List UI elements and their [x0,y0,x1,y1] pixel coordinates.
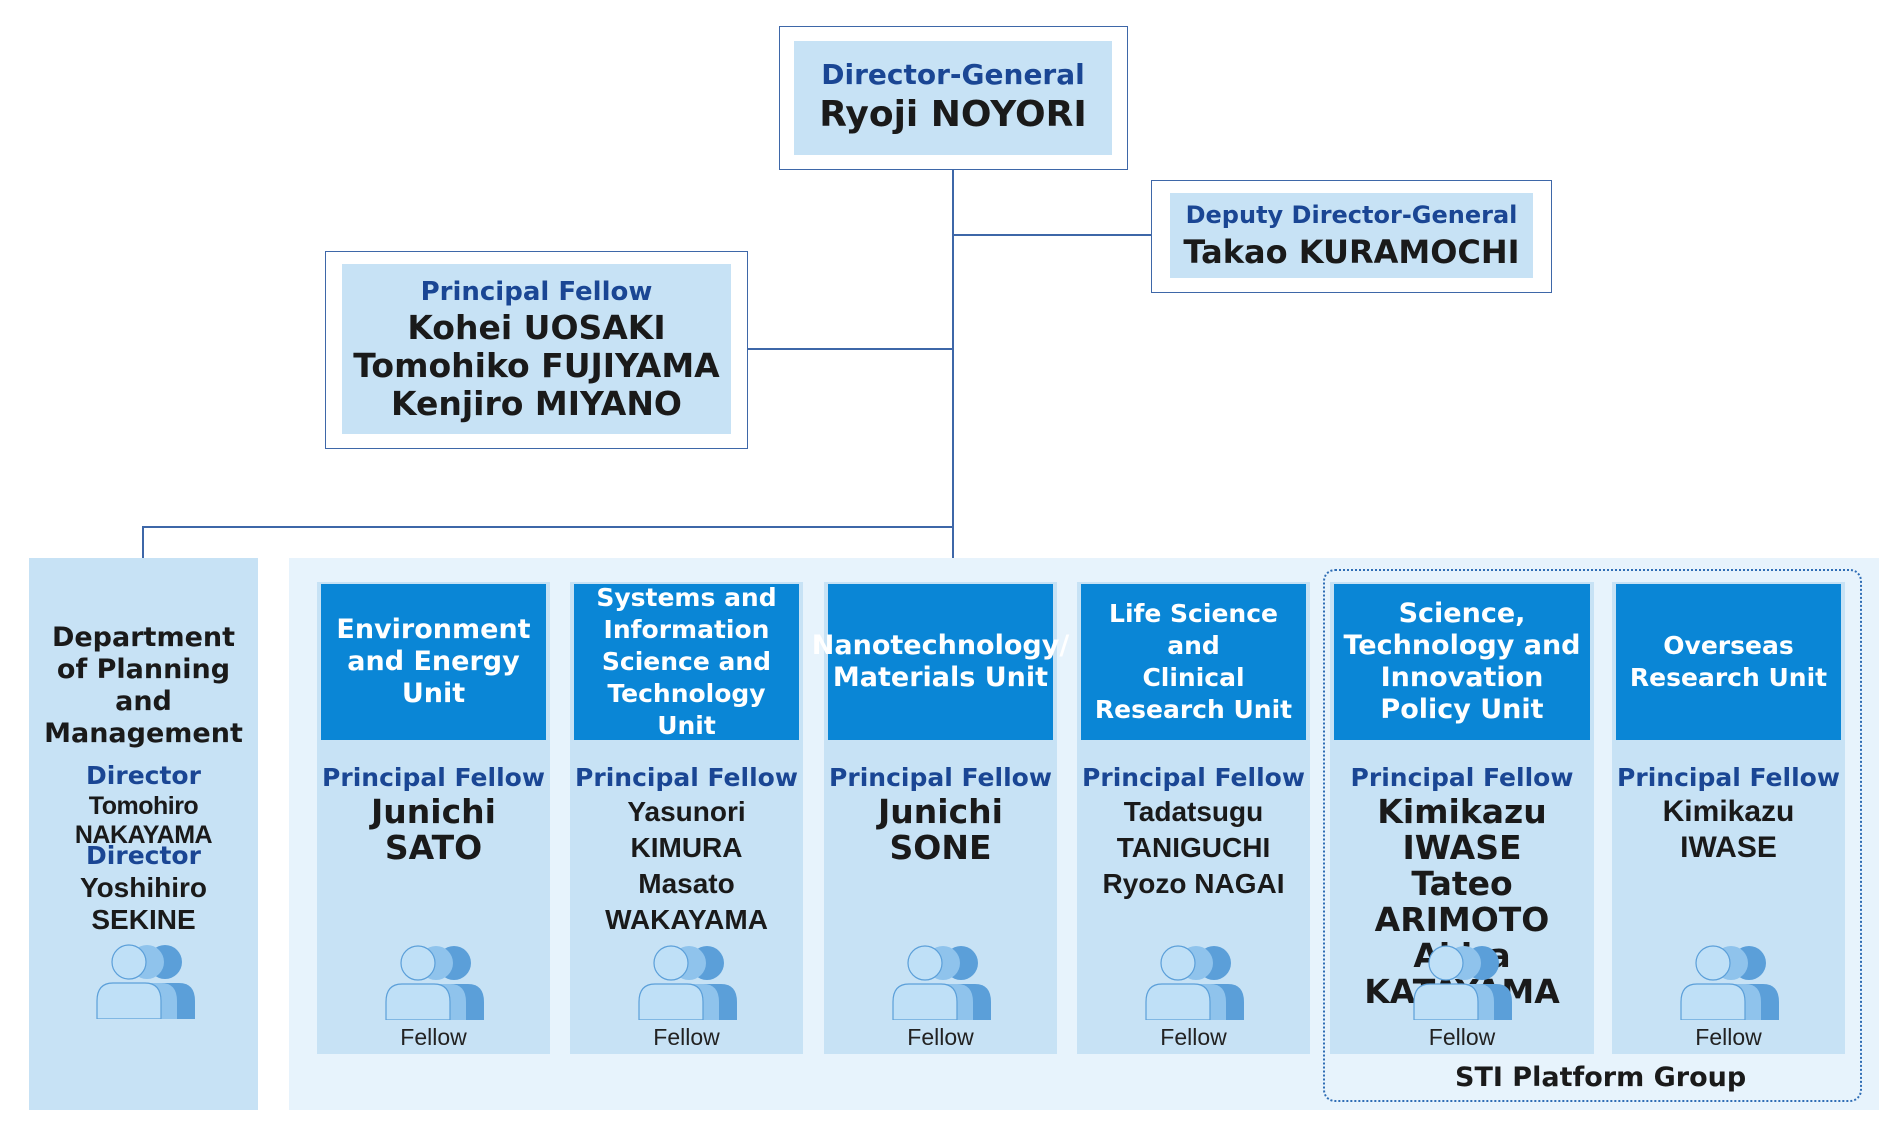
connector-department [142,526,144,558]
unit-header: Overseas Research Unit [1616,584,1841,740]
sti-platform-group-border [1323,569,1862,1102]
connector-horizontal-branch [142,526,954,528]
unit-principal-fellow-names: Tadatsugu TANIGUCHI Ryozo NAGAI [1102,796,1285,899]
unit-header: Systems and Information Science and Tech… [574,583,799,740]
unit-principal-fellow-names: Junichi SATO [371,792,496,867]
department-director2-role: Director [86,841,201,870]
director-general-role: Director-General [821,58,1085,91]
deputy-director-general-panel: Deputy Director-General Takao KURAMOCHI [1170,193,1533,278]
connector-deputy [952,234,1151,236]
unit-principal-fellow-role: Principal Fellow [575,763,798,792]
unit-principal-fellow-names: Yasunori KIMURA Masato WAKAYAMA [605,796,768,935]
principal-fellow-panel: Principal Fellow Kohei UOSAKI Tomohiko F… [342,264,731,434]
unit-column-systems-and-information-science-and-technology-unit: Systems and Information Science and Tech… [570,582,803,1054]
director-general-panel: Director-General Ryoji NOYORI [794,41,1112,155]
department-panel: Department of Planning and Management Di… [29,558,258,1110]
department-title: Department of Planning and Management [44,622,243,749]
unit-header: Nanotechnology/ Materials Unit [812,584,1069,740]
sti-platform-group-label: STI Platform Group [1455,1062,1747,1093]
people-group-icon [384,945,484,1020]
principal-fellow-names: Kohei UOSAKI Tomohiko FUJIYAMA Kenjiro M… [353,308,720,423]
deputy-role: Deputy Director-General [1185,200,1518,229]
department-director2-name: Yoshihiro SEKINE [79,872,208,935]
unit-principal-fellow-role: Principal Fellow [829,763,1052,792]
fellow-label: Fellow [1160,1024,1227,1050]
unit-header: Environment and Energy Unit [321,584,546,740]
connector-principal-fellow [747,348,953,350]
department-director1-role: Director [86,761,201,790]
department-director1-name: Tomohiro NAKAYAMA [74,792,213,849]
people-group-icon [1413,945,1512,1020]
fellow-label: Fellow [400,1024,467,1050]
unit-principal-fellow-role: Principal Fellow [1617,763,1840,792]
people-group-icon [1144,945,1244,1020]
unit-column-science-technology-and-innovation-policy-unit: Science, Technology and Innovation Polic… [1330,582,1594,1054]
people-group-icon [637,945,737,1020]
principal-fellow-role: Principal Fellow [420,277,653,307]
connector-trunk [952,170,954,558]
unit-principal-fellow-role: Principal Fellow [1082,763,1305,792]
unit-header: Science, Technology and Innovation Polic… [1334,584,1590,740]
unit-principal-fellow-names: Kimikazu IWASE [1662,795,1795,864]
unit-principal-fellow-role: Principal Fellow [322,763,545,792]
unit-header: Life Science and Clinical Research Unit [1081,584,1306,740]
unit-principal-fellow-names: Junichi SONE [878,792,1003,867]
unit-principal-fellow-role: Principal Fellow [1350,763,1574,792]
people-group-icon [891,945,991,1020]
fellow-label: Fellow [653,1024,720,1050]
people-group-icon [1679,945,1779,1020]
deputy-name: Takao KURAMOCHI [1183,232,1520,271]
director-general-name: Ryoji NOYORI [819,94,1087,135]
fellow-label: Fellow [907,1024,974,1050]
people-group-icon [96,944,195,1019]
fellow-label: Fellow [1428,1024,1496,1050]
fellow-label: Fellow [1695,1024,1762,1050]
